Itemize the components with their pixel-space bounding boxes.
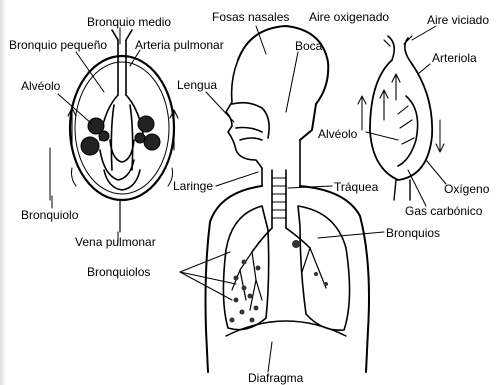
label-diafragma: Diafragma <box>248 372 303 385</box>
label-lengua: Lengua <box>177 79 217 92</box>
lung-texture <box>230 240 329 323</box>
label-alveolo-left: Alvéolo <box>21 80 60 93</box>
label-fosas-nasales: Fosas nasales <box>212 11 289 24</box>
label-gas-carbonico: Gas carbónico <box>405 205 482 218</box>
label-vena-pulmonar: Vena pulmonar <box>75 236 156 249</box>
label-bronquios: Bronquios <box>386 227 440 240</box>
label-bronquiolos: Bronquiolos <box>87 266 150 279</box>
label-traquea: Tráquea <box>334 181 378 194</box>
label-aire-viciado: Aire viciado <box>427 14 489 27</box>
label-laringe: Laringe <box>173 180 213 193</box>
lung-lobule-drawing <box>50 30 178 232</box>
label-arteriola: Arteriola <box>432 52 477 65</box>
label-aire-oxigenado: Aire oxigenado <box>309 11 389 24</box>
label-bronquio-medio: Bronquio medio <box>87 16 171 29</box>
alveoli-clusters <box>81 116 160 155</box>
label-bronquio-pequeno: Bronquio pequeño <box>9 39 107 52</box>
label-boca: Boca <box>295 40 322 53</box>
label-alveolo-right: Alvéolo <box>318 128 357 141</box>
label-bronquiolo: Bronquiolo <box>21 209 78 222</box>
label-oxigeno: Oxígeno <box>444 183 489 196</box>
label-arteria-pulmonar: Arteria pulmonar <box>135 39 224 52</box>
